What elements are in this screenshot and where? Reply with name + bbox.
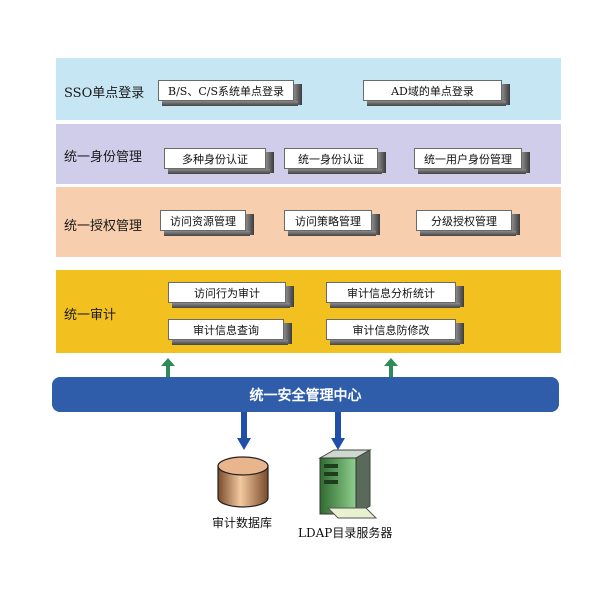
ad-sso-box: AD域的单点登录 (363, 80, 510, 106)
bs-cs-sso-box: B/S、C/S系统单点登录 (158, 80, 302, 106)
audit-layer-label: 统一审计 (64, 308, 117, 323)
audit-query-label: 审计信息查询 (168, 319, 284, 340)
audit-analysis-box: 审计信息分析统计 (326, 282, 464, 308)
authorization-layer: 统一授权管理 访问资源管理 访问策略管理 分级授权管理 (56, 187, 561, 257)
identity-layer-label: 统一身份管理 (64, 150, 143, 165)
tiered-auth-mgmt-box: 分级授权管理 (416, 210, 520, 236)
policy-mgmt-box: 访问策略管理 (284, 210, 380, 236)
access-audit-box: 访问行为审计 (168, 282, 294, 308)
bs-cs-sso-label: B/S、C/S系统单点登录 (158, 80, 294, 101)
security-management-center: 统一安全管理中心 (52, 377, 559, 412)
sso-layer: SSO单点登录 B/S、C/S系统单点登录 AD域的单点登录 (56, 58, 561, 120)
down-arrow-right (331, 412, 345, 450)
up-arrow-left (161, 358, 175, 378)
ad-sso-label: AD域的单点登录 (363, 80, 502, 101)
security-management-center-label: 统一安全管理中心 (249, 387, 362, 404)
tiered-auth-mgmt-label: 分级授权管理 (416, 210, 512, 231)
audit-tamper-proof-box: 审计信息防修改 (326, 319, 464, 345)
multi-auth-label: 多种身份认证 (164, 148, 266, 169)
sso-layer-label: SSO单点登录 (64, 86, 145, 101)
database-icon (217, 456, 269, 508)
identity-layer: 统一身份管理 多种身份认证 统一身份认证 统一用户身份管理 (56, 124, 561, 184)
audit-tamper-proof-label: 审计信息防修改 (326, 319, 456, 340)
down-arrow-left (237, 412, 251, 450)
resource-mgmt-label: 访问资源管理 (160, 210, 246, 231)
policy-mgmt-label: 访问策略管理 (284, 210, 372, 231)
user-identity-mgmt-box: 统一用户身份管理 (414, 148, 530, 174)
server-label: LDAP目录服务器 (298, 526, 393, 540)
audit-analysis-label: 审计信息分析统计 (326, 282, 456, 303)
access-audit-label: 访问行为审计 (168, 282, 286, 303)
authorization-layer-label: 统一授权管理 (64, 219, 143, 234)
user-identity-mgmt-label: 统一用户身份管理 (414, 148, 522, 169)
audit-layer: 统一审计 访问行为审计 审计信息分析统计 审计信息查询 审计信息防修改 (56, 270, 561, 353)
unified-auth-label: 统一身份认证 (284, 148, 378, 169)
multi-auth-box: 多种身份认证 (164, 148, 274, 174)
audit-query-box: 审计信息查询 (168, 319, 292, 345)
database-label: 审计数据库 (212, 516, 273, 530)
resource-mgmt-box: 访问资源管理 (160, 210, 254, 236)
up-arrow-right (384, 358, 398, 378)
unified-auth-box: 统一身份认证 (284, 148, 386, 174)
server-icon (318, 449, 378, 519)
